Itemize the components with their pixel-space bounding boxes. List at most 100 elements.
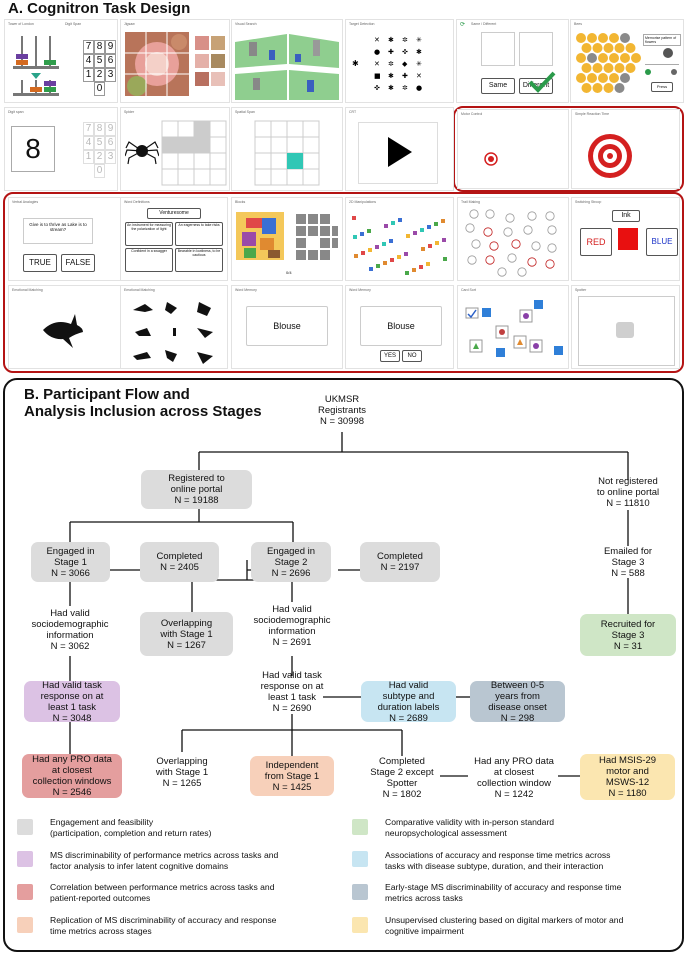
- svg-text:✲: ✲: [402, 36, 408, 44]
- svg-text:✜: ✜: [402, 48, 408, 56]
- legend-line: patient-reported outcomes: [50, 892, 151, 903]
- stroop-blue-option[interactable]: BLUE: [646, 228, 678, 256]
- task-label: Jigsaw: [124, 22, 135, 26]
- manip-block: [360, 232, 364, 236]
- node-line: Had valid: [50, 608, 90, 619]
- node-line: N = 588: [611, 568, 645, 579]
- node-line: N = 2689: [389, 712, 428, 724]
- legend-line: metrics across tasks: [385, 892, 463, 903]
- node-line: Emailed for: [603, 546, 653, 557]
- node-line: collection windows: [32, 776, 112, 787]
- honeycomb-cell: [598, 53, 608, 63]
- node-line: Recruited for: [600, 618, 656, 630]
- node-line: information: [46, 630, 94, 641]
- task-panel-tower-of-london: Tower of London Digit Span 7 8 9 4 5 6 1…: [4, 19, 118, 103]
- definition-option[interactable]: An eagerness to take risks: [175, 222, 223, 246]
- task-label: Same / Different: [471, 22, 497, 26]
- node-line: Stage 1: [54, 556, 87, 568]
- node-line: N = 30998: [319, 416, 365, 427]
- node-line: online portal: [170, 484, 223, 495]
- svg-text:●: ●: [374, 48, 380, 56]
- task-panel-digit-span-2: Digit span 8 7 8 9 4 5 6 1 2 3 0: [4, 107, 118, 191]
- trail-circle: [485, 209, 495, 219]
- trail-circle: [485, 255, 495, 265]
- node-line: Had any PRO data: [32, 754, 112, 765]
- spotter-frame: [578, 296, 675, 366]
- legend-line: tasks with disease subtype, duration, an…: [385, 860, 604, 871]
- dial-icon: [663, 48, 673, 58]
- flow-node-onset: Between 0-5 years from disease onset N =…: [470, 679, 565, 724]
- svg-text:✱: ✱: [416, 48, 422, 56]
- slider-track[interactable]: [645, 64, 679, 65]
- flow-node-emailed-stage3: Emailed for Stage 3 N = 588: [578, 546, 678, 579]
- node-line: Registered to: [168, 473, 225, 484]
- memory-word: Blouse: [246, 306, 328, 346]
- task-label: Simple Reaction Time: [575, 112, 610, 116]
- press-button[interactable]: Press: [651, 82, 673, 92]
- flow-node-pro-stage1: Had any PRO data at closest collection w…: [22, 754, 122, 798]
- node-line: N = 3048: [52, 712, 92, 724]
- manip-block: [376, 264, 380, 268]
- node-line: to online portal: [596, 487, 660, 498]
- legend-line: MS discriminability of performance metri…: [50, 850, 279, 860]
- true-button[interactable]: TRUE: [23, 254, 57, 272]
- node-line: N = 11810: [606, 498, 650, 509]
- legend-line: factor analysis to infer latent cognitiv…: [50, 860, 229, 871]
- node-line: N = 19188: [174, 495, 219, 506]
- svg-text:✚: ✚: [402, 72, 408, 80]
- node-line: N = 2405: [160, 562, 199, 573]
- honeycomb-cell: [581, 83, 592, 93]
- 3d-scene-image: [235, 34, 339, 100]
- node-line: N = 1425: [272, 781, 312, 793]
- manip-block: [389, 239, 393, 243]
- manip-block: [384, 224, 388, 228]
- node-line: N = 1267: [167, 639, 206, 651]
- definition-option[interactable]: Confident in a swagger: [125, 248, 173, 272]
- honeycomb-cell: [625, 43, 636, 53]
- node-line: subtype and: [382, 690, 435, 702]
- task-label: Card Sort: [461, 288, 476, 292]
- node-line: Independent: [265, 759, 319, 771]
- flow-node-recruited-stage3: Recruited for Stage 3 N = 31: [580, 614, 676, 656]
- node-line: N = 2696: [271, 567, 311, 579]
- digit-key: 7: [83, 40, 94, 54]
- definition-option[interactable]: An instrument for measuring the polariza…: [125, 222, 173, 246]
- digit-key: 8: [94, 122, 105, 136]
- digit-key: 6: [105, 54, 116, 68]
- node-line: N = 2197: [380, 562, 420, 573]
- yes-button[interactable]: YES: [380, 350, 400, 362]
- node-line: at closest: [493, 767, 535, 778]
- task-label: Motor Control: [461, 112, 483, 116]
- node-line: N = 3066: [51, 567, 90, 579]
- node-line: duration labels: [377, 701, 440, 713]
- stroop-red-option[interactable]: RED: [580, 228, 612, 256]
- digit-key: 1: [83, 68, 94, 82]
- trail-circle: [531, 241, 541, 251]
- node-line: Between 0-5: [490, 679, 545, 691]
- node-line: N = 1802: [382, 789, 422, 800]
- manip-block: [434, 222, 438, 226]
- node-line: Spotter: [386, 778, 418, 789]
- legend-line: Replication of MS discriminability of ac…: [50, 915, 277, 925]
- node-line: Had valid task: [262, 670, 322, 681]
- definition-option[interactable]: Bearable in lowliness, to be cautious: [175, 248, 223, 272]
- node-line: sociodemographic: [253, 615, 331, 626]
- trail-circle: [527, 257, 537, 267]
- gray-dot-icon: [671, 69, 677, 75]
- task-panel-jigsaw: Jigsaw: [120, 19, 230, 103]
- honeycomb-cell: [576, 33, 586, 43]
- trail-circle: [507, 253, 517, 263]
- task-label: Spider: [124, 110, 135, 114]
- flow-node-engaged-stage2: Engaged in Stage 2 N = 2696: [251, 542, 331, 582]
- honeycomb-cell: [592, 43, 603, 53]
- same-button[interactable]: Same: [481, 78, 515, 94]
- trail-circle: [471, 239, 481, 249]
- manip-block: [419, 265, 423, 269]
- legend-swatch: [17, 851, 33, 867]
- node-line: N = 1180: [608, 788, 647, 799]
- false-button[interactable]: FALSE: [61, 254, 95, 272]
- no-button[interactable]: NO: [402, 350, 422, 362]
- trail-circle: [497, 267, 507, 277]
- task-label: Digit span: [8, 110, 24, 114]
- svg-text:✱: ✱: [352, 59, 359, 68]
